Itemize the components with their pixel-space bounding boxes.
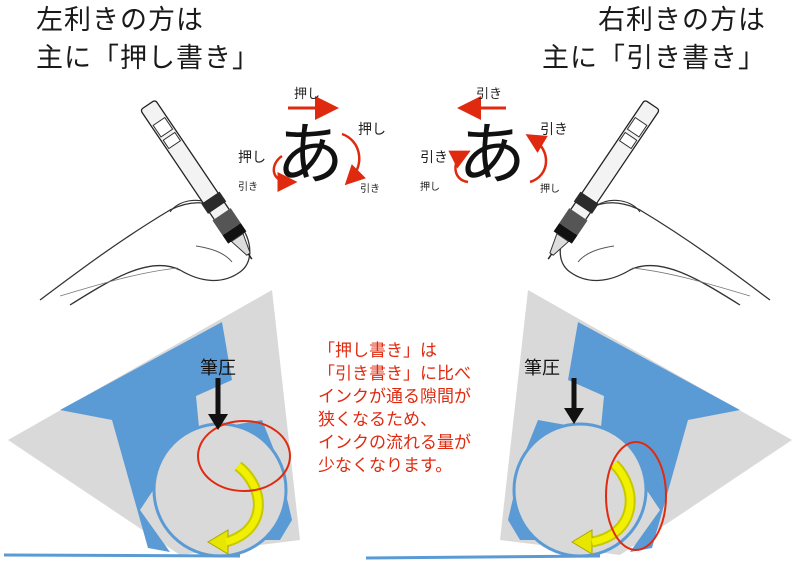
right-stroke-direction-figure: 引き あ 引き 引き 押し 押し	[420, 87, 568, 195]
right-heading-line1: 右利きの方は	[598, 5, 766, 36]
left-paper-line	[3, 553, 241, 558]
right-ball-tip-cross-section: 筆圧	[365, 290, 792, 560]
left-tip-socket-blue	[60, 322, 232, 552]
right-curve-arrow-left	[448, 150, 471, 184]
note-line-4: 狭くなるため、	[318, 410, 437, 430]
right-paper-line	[365, 554, 601, 560]
left-curve-arrow-right	[341, 132, 366, 186]
left-hiragana-a: あ	[276, 116, 344, 195]
note-line-1: 「押し書き」は	[318, 341, 437, 361]
right-handed-heading: 右利きの方は 主に「引き書き」	[542, 2, 766, 78]
left-pressure-label: 筆圧	[200, 358, 236, 379]
right-left-lower-label: 押し	[420, 180, 440, 193]
left-right-upper-label: 押し	[358, 122, 386, 138]
note-line-2: 「引き書き」に比べ	[318, 364, 471, 384]
left-heading-line1: 左利きの方は	[36, 5, 204, 36]
right-hand-pen-illustration	[547, 100, 771, 306]
left-gap-highlight-circle	[197, 420, 291, 492]
left-handed-heading: 左利きの方は 主に「押し書き」	[36, 2, 260, 78]
right-left-upper-label: 引き	[420, 150, 448, 166]
right-top-label: 引き	[476, 87, 502, 102]
right-right-lower-label: 押し	[540, 182, 560, 195]
right-pressure-label: 筆圧	[524, 358, 560, 379]
note-line-3: インクが通る隙間が	[318, 387, 471, 407]
left-curve-arrow-left	[272, 154, 298, 192]
right-heading-line2: 主に「引き書き」	[542, 43, 766, 74]
right-gap-highlight-circle	[605, 441, 667, 551]
right-right-upper-label: 引き	[540, 122, 568, 138]
note-line-5: インクの流れる量が	[318, 433, 471, 453]
right-tip-socket-blue	[568, 322, 740, 552]
left-heading-line2: 主に「押し書き」	[36, 43, 260, 74]
note-line-6: 少なくなります。	[318, 456, 453, 476]
right-hiragana-a: あ	[458, 116, 526, 195]
left-hand-pen-illustration	[39, 100, 253, 306]
left-top-label: 押し	[294, 87, 320, 102]
right-curve-arrow-right	[525, 134, 548, 184]
explanation-note: 「押し書き」は 「引き書き」に比べ インクが通る隙間が 狭くなるため、 インクの…	[318, 340, 508, 478]
left-left-lower-label: 引き	[238, 181, 258, 193]
left-left-upper-label: 押し	[238, 150, 266, 166]
left-stroke-direction-figure: 押し あ 押し 押し 引き 引き	[238, 87, 386, 195]
left-ball-tip-cross-section: 筆圧	[3, 290, 300, 558]
left-right-lower-label: 引き	[360, 183, 380, 195]
